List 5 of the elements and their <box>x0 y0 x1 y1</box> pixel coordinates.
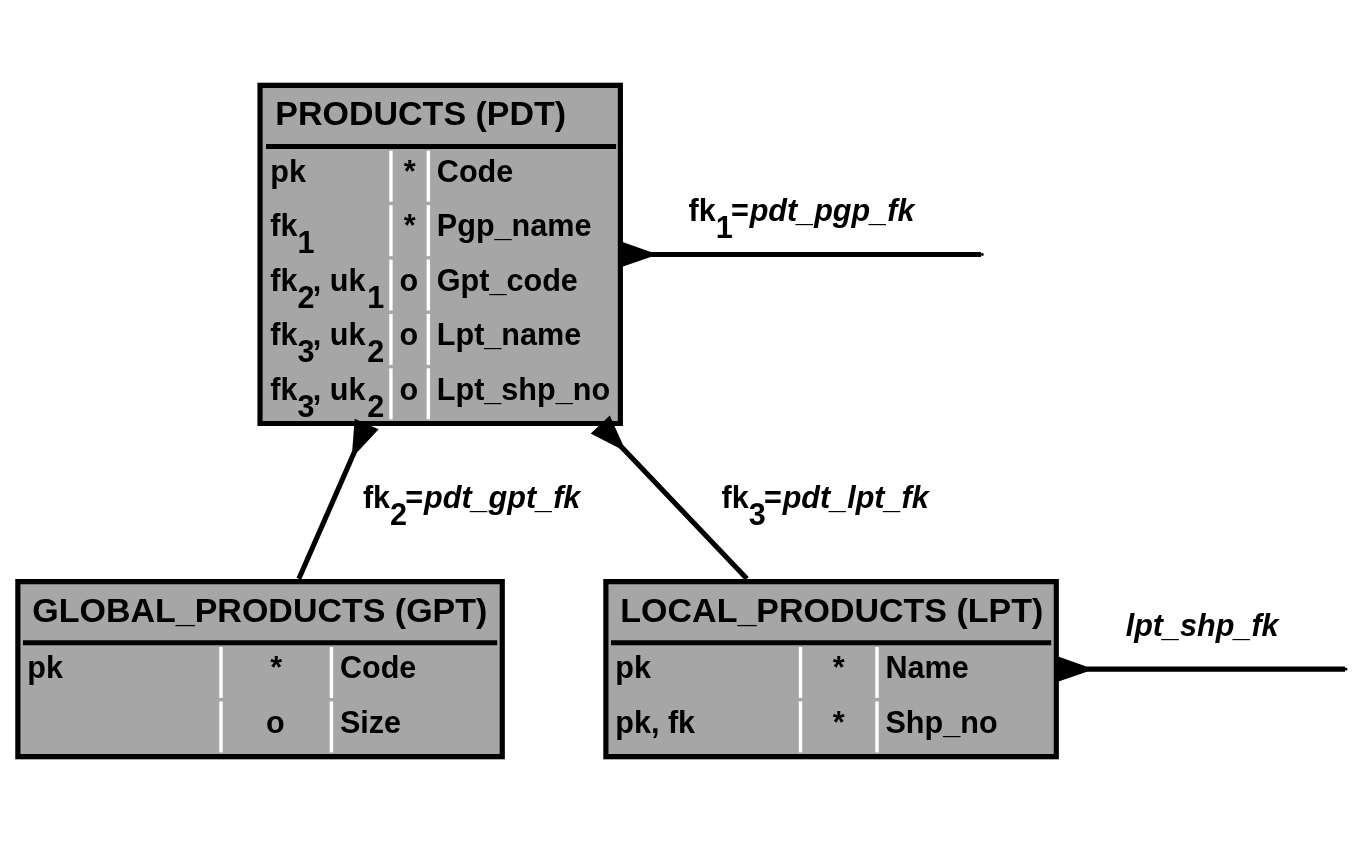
edge-label: lpt_shp_fk <box>1125 607 1279 642</box>
connector <box>1056 656 1346 683</box>
connector <box>296 418 379 580</box>
connector <box>620 241 982 268</box>
connector <box>590 415 749 581</box>
